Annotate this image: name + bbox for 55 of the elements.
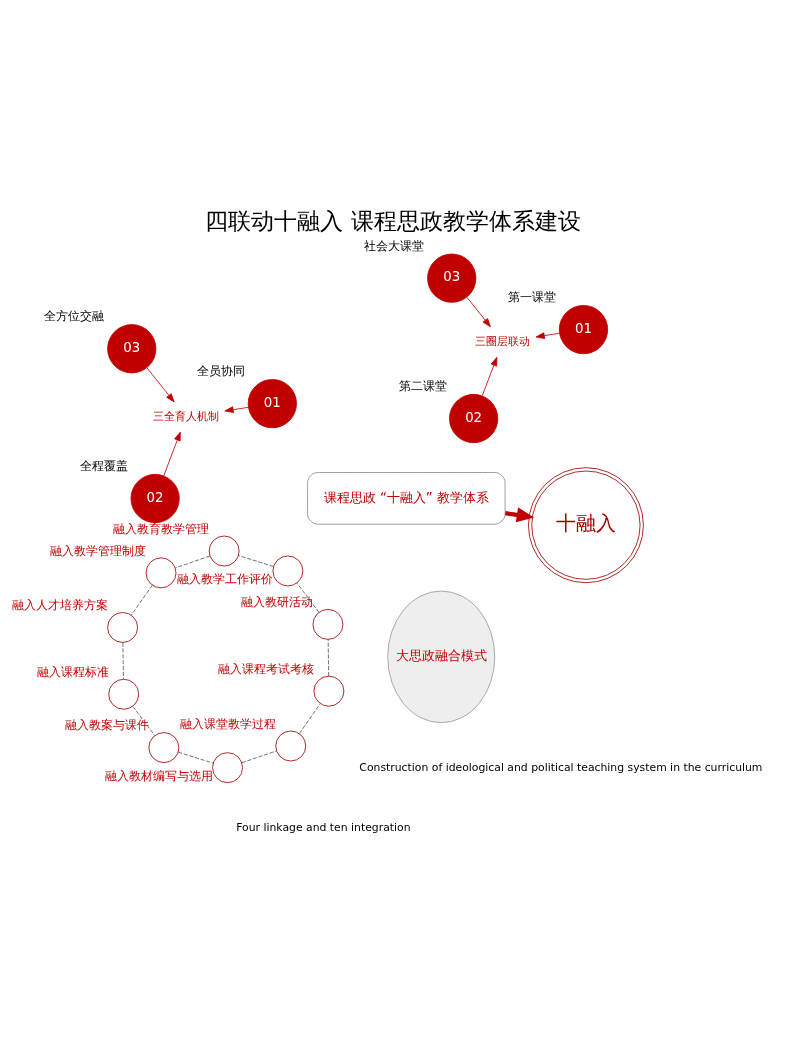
node-label: 融入教材编写与选用 bbox=[104, 768, 213, 783]
arrow bbox=[535, 331, 560, 339]
arrow bbox=[481, 356, 498, 396]
node-label: 融入课程考试考核 bbox=[217, 661, 314, 676]
arrow bbox=[224, 405, 249, 413]
arrow bbox=[146, 366, 175, 402]
node-box: 课程思政 “十融入” 教学体系 bbox=[307, 471, 506, 525]
node-ellipse: 大思政融合模式 bbox=[387, 590, 496, 723]
node-circle: 03 bbox=[427, 253, 477, 303]
node-label: 融入教育教学管理 bbox=[113, 521, 210, 536]
connector bbox=[174, 555, 211, 568]
node-circle bbox=[145, 556, 177, 588]
arrow bbox=[466, 296, 491, 327]
node-label: 融入教研活动 bbox=[241, 594, 314, 609]
label: Four linkage and ten integration bbox=[236, 820, 411, 833]
node-label: 第二课堂 bbox=[398, 377, 447, 393]
node-circle bbox=[108, 678, 140, 710]
node-label: 融入课程标准 bbox=[36, 664, 109, 679]
node-circle bbox=[272, 555, 304, 586]
connector bbox=[132, 705, 156, 736]
node-circle: 02 bbox=[449, 393, 499, 443]
connector bbox=[327, 638, 330, 676]
node-label: 融入课堂教学过程 bbox=[179, 716, 276, 731]
connector bbox=[238, 554, 274, 567]
node-label: 融入人才培养方案 bbox=[11, 597, 108, 612]
node-text: 三圈层联动 bbox=[475, 334, 531, 348]
node-circle bbox=[107, 611, 138, 643]
node-label: 第一课堂 bbox=[508, 288, 557, 304]
node-text: 三全育人机制 bbox=[153, 409, 220, 423]
diagram-title: 四联动十融入 课程思政教学体系建设 bbox=[205, 206, 581, 235]
node-label: 社会大课堂 bbox=[364, 237, 425, 253]
arrow bbox=[163, 431, 181, 476]
node-label: 全程覆盖 bbox=[80, 457, 129, 473]
node-circle bbox=[313, 675, 345, 707]
node-circle: 01 bbox=[247, 378, 297, 428]
label: Construction of ideological and political teaching system in the curriculum bbox=[359, 760, 763, 774]
node-circle bbox=[208, 535, 240, 566]
node-circle: 02 bbox=[130, 473, 180, 523]
node-circle bbox=[275, 730, 307, 761]
node-label: 全员协同 bbox=[197, 362, 246, 378]
connector bbox=[241, 750, 277, 763]
connector bbox=[122, 641, 124, 680]
node-label: 全方位交融 bbox=[44, 307, 105, 323]
connector bbox=[130, 584, 153, 616]
node-label: 融入教学工作评价 bbox=[176, 571, 273, 586]
node-circle: 03 bbox=[107, 323, 157, 373]
node-circle: 01 bbox=[558, 304, 609, 354]
node-circle bbox=[312, 608, 344, 640]
connector bbox=[299, 702, 321, 734]
node-label: 融入教案与课件 bbox=[65, 717, 150, 732]
node-label: 融入教学管理制度 bbox=[50, 543, 147, 558]
connector bbox=[177, 751, 214, 764]
node-circle bbox=[212, 751, 243, 783]
node-circle bbox=[148, 731, 180, 763]
connector bbox=[296, 582, 320, 613]
